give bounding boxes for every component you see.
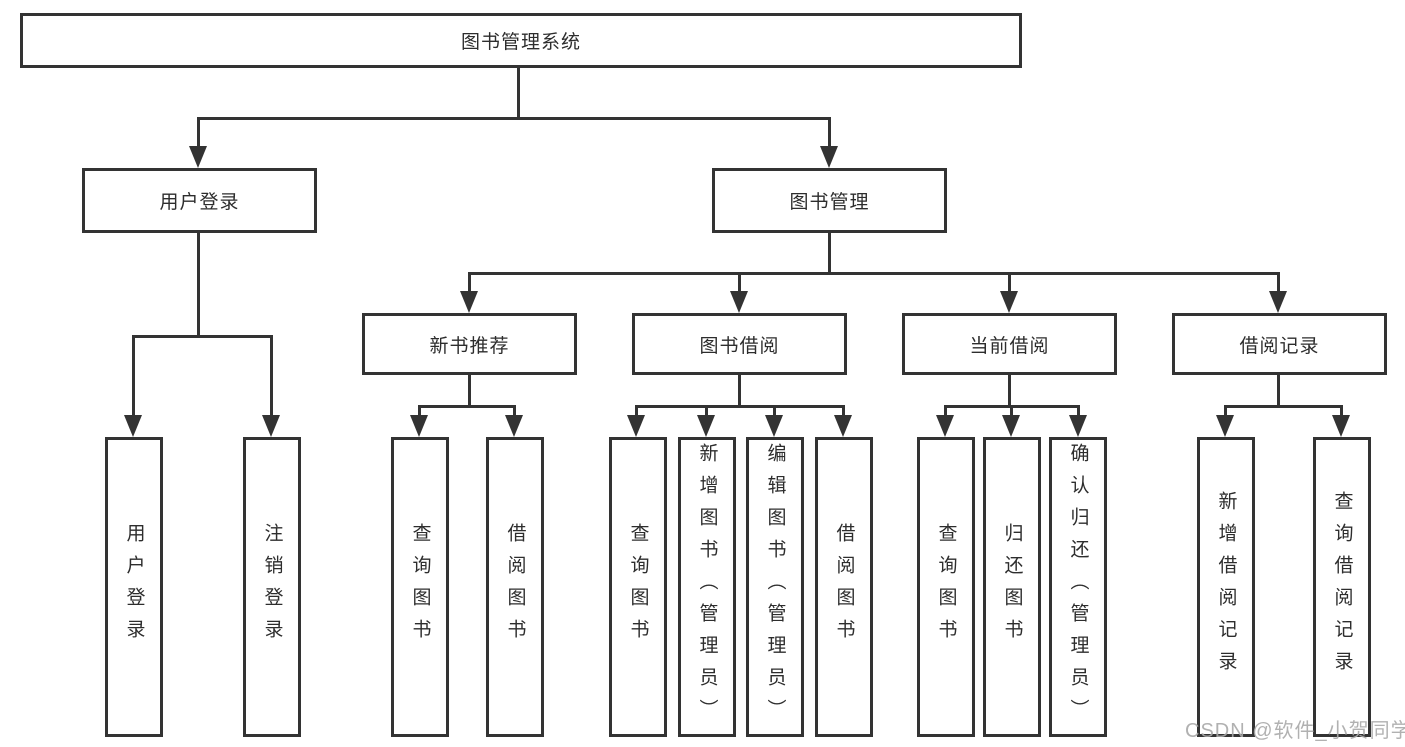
arrowhead-down-icon bbox=[627, 415, 645, 437]
leaf-add-borrow-record: 新增借阅记录 bbox=[1197, 437, 1255, 737]
arrowhead-down-icon bbox=[189, 146, 207, 168]
connector-line-v bbox=[738, 373, 741, 407]
connector-line-v bbox=[468, 272, 471, 294]
connector-line-v bbox=[418, 405, 421, 419]
connector-line-v bbox=[197, 231, 200, 337]
arrowhead-down-icon bbox=[1269, 291, 1287, 313]
leaf-query-books-recommend: 查询图书 bbox=[391, 437, 449, 737]
node-borrowing-records: 借阅记录 bbox=[1172, 313, 1387, 375]
connector-line-v bbox=[197, 117, 200, 149]
connector-line-v bbox=[944, 405, 947, 419]
connector-line-h bbox=[418, 405, 516, 408]
leaf-label: 用户登录 bbox=[123, 523, 145, 651]
arrowhead-down-icon bbox=[505, 415, 523, 437]
node-book-borrowing: 图书借阅 bbox=[632, 313, 847, 375]
arrowhead-down-icon bbox=[1069, 415, 1087, 437]
arrowhead-down-icon bbox=[460, 291, 478, 313]
arrowhead-down-icon bbox=[834, 415, 852, 437]
connector-line-h bbox=[468, 272, 1280, 275]
connector-line-v bbox=[1277, 373, 1280, 407]
connector-line-v bbox=[1010, 405, 1013, 419]
connector-line-v bbox=[1008, 373, 1011, 407]
connector-line-v bbox=[1077, 405, 1080, 419]
connector-line-v bbox=[468, 373, 471, 407]
connector-line-h bbox=[197, 117, 831, 120]
leaf-label: 查询图书 bbox=[627, 523, 649, 651]
connector-line-v bbox=[738, 272, 741, 294]
leaf-borrow-books-recommend: 借阅图书 bbox=[486, 437, 544, 737]
leaf-query-books-borrowing: 查询图书 bbox=[609, 437, 667, 737]
leaf-confirm-return-admin: 确认归还（管理员） bbox=[1049, 437, 1107, 737]
connector-line-v bbox=[1340, 405, 1343, 419]
leaf-label: 查询图书 bbox=[409, 523, 431, 651]
leaf-label: 编辑图书（管理员） bbox=[764, 443, 786, 731]
node-current-borrowing: 当前借阅 bbox=[902, 313, 1117, 375]
connector-line-h bbox=[132, 335, 273, 338]
node-new-book-recommendation: 新书推荐 bbox=[362, 313, 577, 375]
connector-line-v bbox=[828, 231, 831, 274]
arrowhead-down-icon bbox=[697, 415, 715, 437]
connector-line-v bbox=[132, 335, 135, 417]
connector-line-h bbox=[1224, 405, 1343, 408]
connector-line-v bbox=[517, 66, 520, 118]
arrowhead-down-icon bbox=[936, 415, 954, 437]
connector-line-v bbox=[828, 117, 831, 149]
node-library-management-system: 图书管理系统 bbox=[20, 13, 1022, 68]
leaf-label: 查询借阅记录 bbox=[1331, 491, 1353, 683]
leaf-label: 注销登录 bbox=[261, 523, 283, 651]
arrowhead-down-icon bbox=[765, 415, 783, 437]
arrowhead-down-icon bbox=[1216, 415, 1234, 437]
leaf-add-books-admin: 新增图书（管理员） bbox=[678, 437, 736, 737]
arrowhead-down-icon bbox=[820, 146, 838, 168]
arrowhead-down-icon bbox=[410, 415, 428, 437]
connector-line-v bbox=[842, 405, 845, 419]
arrowhead-down-icon bbox=[262, 415, 280, 437]
leaf-label: 新增借阅记录 bbox=[1215, 491, 1237, 683]
connector-line-v bbox=[513, 405, 516, 419]
connector-line-h bbox=[635, 405, 845, 408]
connector-line-v bbox=[705, 405, 708, 419]
leaf-borrow-books-borrowing: 借阅图书 bbox=[815, 437, 873, 737]
connector-line-v bbox=[1008, 272, 1011, 294]
connector-line-v bbox=[1224, 405, 1227, 419]
leaf-logout: 注销登录 bbox=[243, 437, 301, 737]
leaf-label: 新增图书（管理员） bbox=[696, 443, 718, 731]
arrowhead-down-icon bbox=[1002, 415, 1020, 437]
node-book-management: 图书管理 bbox=[712, 168, 947, 233]
leaf-label: 借阅图书 bbox=[504, 523, 526, 651]
connector-line-v bbox=[635, 405, 638, 419]
leaf-return-books: 归还图书 bbox=[983, 437, 1041, 737]
leaf-edit-books-admin: 编辑图书（管理员） bbox=[746, 437, 804, 737]
leaf-label: 查询图书 bbox=[935, 523, 957, 651]
leaf-query-books-current: 查询图书 bbox=[917, 437, 975, 737]
connector-line-v bbox=[773, 405, 776, 419]
arrowhead-down-icon bbox=[1332, 415, 1350, 437]
arrowhead-down-icon bbox=[124, 415, 142, 437]
connector-line-v bbox=[270, 335, 273, 417]
leaf-label: 借阅图书 bbox=[833, 523, 855, 651]
leaf-label: 确认归还（管理员） bbox=[1067, 443, 1089, 731]
leaf-label: 归还图书 bbox=[1001, 523, 1023, 651]
leaf-user-login: 用户登录 bbox=[105, 437, 163, 737]
node-user-login: 用户登录 bbox=[82, 168, 317, 233]
connector-line-v bbox=[1277, 272, 1280, 294]
leaf-query-borrow-record: 查询借阅记录 bbox=[1313, 437, 1371, 737]
watermark-text: CSDN @软件_小贺同学 bbox=[1185, 720, 1405, 742]
arrowhead-down-icon bbox=[1000, 291, 1018, 313]
arrowhead-down-icon bbox=[730, 291, 748, 313]
